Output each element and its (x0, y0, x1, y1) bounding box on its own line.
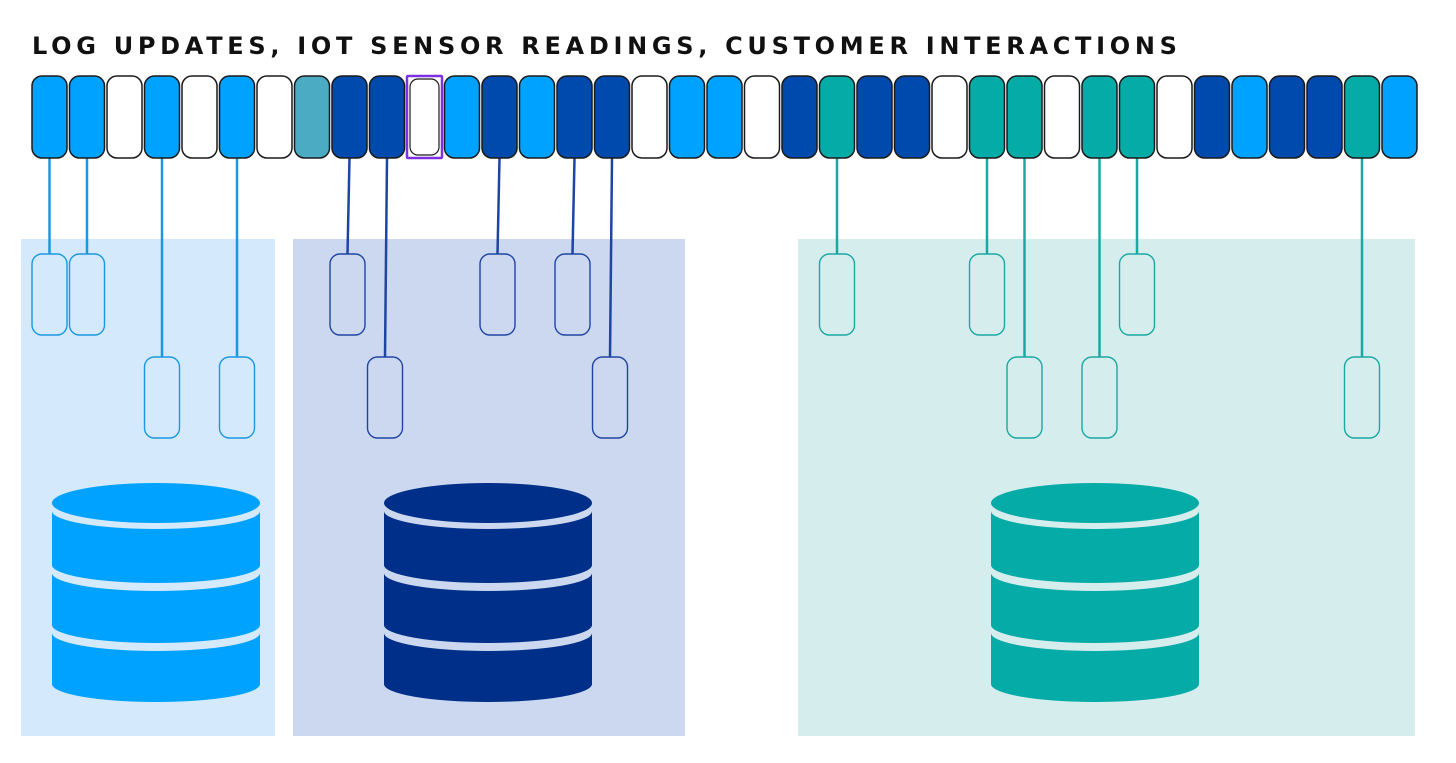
routed-records (31, 253, 1381, 439)
database-band (991, 511, 1199, 583)
stream-cell (481, 75, 518, 159)
database-band (52, 633, 260, 702)
stream-cell (931, 75, 968, 159)
stream-cell (706, 75, 743, 159)
stream-cell (1081, 75, 1118, 159)
stream-cell (293, 75, 331, 159)
database-top (991, 483, 1199, 523)
database-band (384, 573, 592, 643)
stream-cell (443, 75, 481, 159)
stream-cell (593, 75, 631, 159)
stream-cell (856, 75, 893, 159)
database-band (991, 633, 1199, 702)
stream-cell (256, 75, 293, 159)
stream-cell (743, 75, 781, 159)
stream-cell (968, 75, 1006, 159)
stream-cell (106, 75, 143, 159)
routed-record (1343, 356, 1381, 439)
diagram-title: LOG UPDATES, IOT SENSOR READINGS, CUSTOM… (32, 32, 1182, 60)
stream-cell (668, 75, 706, 159)
stream-cell-selected-inner (409, 78, 440, 156)
stream-cell (1231, 75, 1268, 159)
routed-record (1118, 253, 1156, 336)
routing-line (608, 157, 614, 358)
stream-cell (556, 75, 593, 159)
database-band (384, 511, 592, 583)
stream-cell (818, 75, 856, 159)
dark-blue-database-icon (384, 483, 592, 702)
routed-record (68, 253, 106, 336)
stream-cell (218, 75, 256, 159)
stream-cell (1381, 75, 1418, 159)
routed-record (818, 253, 856, 336)
stream-cell (31, 75, 68, 159)
routed-record (968, 253, 1006, 336)
routing-line (571, 157, 576, 255)
database-top (52, 483, 260, 523)
databases (52, 483, 1199, 702)
stream-cell (143, 75, 181, 159)
stream-cell (631, 75, 668, 159)
routing-lines (48, 157, 1364, 358)
stream-cell (1306, 75, 1343, 159)
light-blue-database-icon (52, 483, 260, 702)
routed-record (31, 253, 68, 336)
stream-cell (518, 75, 556, 159)
routed-record (329, 253, 366, 336)
stream-cell (893, 75, 931, 159)
routing-line (346, 157, 351, 255)
routed-record (366, 356, 404, 439)
database-top (384, 483, 592, 523)
event-stream (31, 74, 1418, 160)
stream-cell (68, 75, 106, 159)
routing-line (496, 157, 501, 255)
routed-record (1081, 356, 1118, 439)
routed-record (591, 356, 629, 439)
database-band (384, 633, 592, 702)
routing-line (383, 157, 389, 358)
stream-cell (1118, 75, 1156, 159)
stream-cell (1156, 75, 1193, 159)
stream-cell (781, 75, 818, 159)
routed-record (479, 253, 516, 336)
teal-database-icon (991, 483, 1199, 702)
database-band (991, 573, 1199, 643)
stream-cell (181, 75, 218, 159)
stream-cell (368, 75, 406, 159)
stream-cell (1006, 75, 1043, 159)
database-band (52, 573, 260, 643)
routed-record (554, 253, 591, 336)
database-band (52, 511, 260, 583)
stream-cell (331, 75, 368, 159)
stream-cell (1043, 75, 1081, 159)
routed-record (218, 356, 256, 439)
stream-cell (1268, 75, 1306, 159)
stream-cell (1343, 75, 1381, 159)
routed-record (1006, 356, 1043, 439)
stream-cell (1193, 75, 1231, 159)
routed-record (143, 356, 181, 439)
